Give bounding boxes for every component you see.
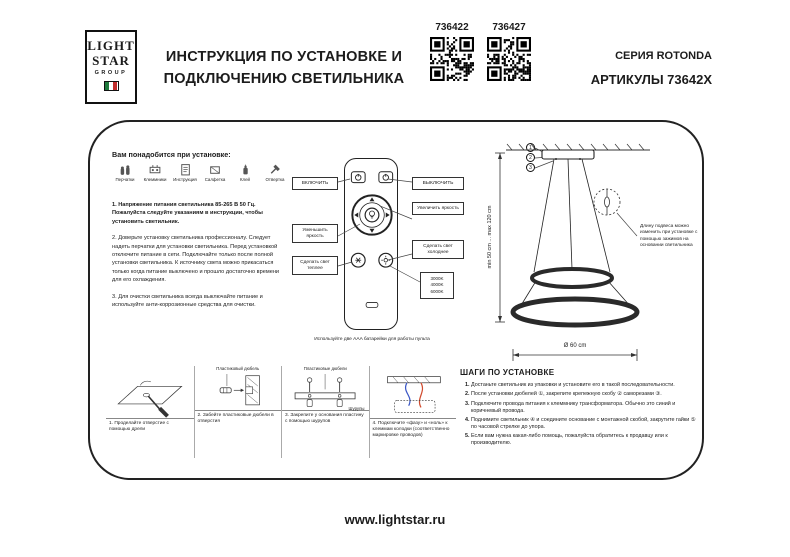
install-steps-section: ШАГИ ПО УСТАНОВКЕ Достаньте светильник и… xyxy=(460,368,698,450)
mount-step-caption: 4. Подключите «фазу» и «ноль» к клеммам … xyxy=(369,418,456,458)
series-label: СЕРИЯ ROTONDA xyxy=(615,50,712,62)
panel-label-empty xyxy=(106,366,194,374)
glue-icon xyxy=(243,164,248,175)
italy-flag-icon xyxy=(103,81,119,92)
warm-light-button xyxy=(350,252,366,268)
safety-note-3: 3. Для очистки светильника всегда выключ… xyxy=(112,293,263,308)
callout-dim: Уменьшить яркость xyxy=(292,224,338,244)
terminal-blocks-icon xyxy=(149,165,161,174)
qr-code-right xyxy=(487,37,531,81)
remote-control-drawing xyxy=(350,171,394,308)
temp-3000k: 3000K xyxy=(430,275,444,281)
install-steps-heading: ШАГИ ПО УСТАНОВКЕ xyxy=(460,368,555,377)
tool-item-cloth: Салфетка xyxy=(200,163,230,182)
safety-notes: 1. Напряжение питания светильника 85-265… xyxy=(112,201,288,317)
dowel-label: Пластиковый дюбель xyxy=(216,366,260,371)
lightstar-logo: LIGHT STAR GROUP xyxy=(85,30,137,104)
mount-step-caption: 2. Забейте пластиковые дюбели в отверсти… xyxy=(194,410,281,458)
tool-label: Перчатки xyxy=(115,177,135,182)
logo-word-light: LIGHT xyxy=(87,38,135,53)
temp-6000k: 6000K xyxy=(430,288,444,294)
power-on-button xyxy=(350,171,366,184)
drill-hole-figure xyxy=(117,380,183,418)
tool-label: Клеммники xyxy=(143,177,167,182)
qr-code-left xyxy=(430,37,474,81)
mount-step-4: 4. Подключите «фазу» и «ноль» к клеммам … xyxy=(368,366,457,458)
temp-4000k: 4000K xyxy=(430,282,444,288)
tool-label: Салфетка xyxy=(204,177,226,182)
arrow-left-icon xyxy=(354,212,359,218)
neutral-wire xyxy=(404,382,410,406)
remote-control xyxy=(344,158,398,330)
safety-note-2: 2. Доверьте установку светильника профес… xyxy=(112,235,280,284)
install-step-1: Достаньте светильник из упаковки и устан… xyxy=(471,382,698,389)
page-title: ИНСТРУКЦИЯ ПО УСТАНОВКЕ И ПОДКЛЮЧЕНИЮ СВ… xyxy=(148,46,420,91)
suspension-note: Длину подвеса можно изменить при установ… xyxy=(640,224,698,249)
mounting-plate-figure xyxy=(294,374,356,407)
callout-on: ВКЛЮЧИТЬ xyxy=(292,177,338,191)
arrow-right-icon xyxy=(385,212,390,218)
install-step-2: После установки дюбелей ①, закрепите кре… xyxy=(471,391,698,398)
articles-label: АРТИКУЛЫ 73642X xyxy=(590,72,712,87)
lamp-marker-1: 1 xyxy=(526,143,535,152)
cloth-icon xyxy=(210,166,220,174)
height-dimension-label: min 50 cm ... max 120 cm xyxy=(487,205,493,269)
power-off-button xyxy=(378,171,394,184)
title-line-2: ПОДКЛЮЧЕНИЮ СВЕТИЛЬНИКА xyxy=(163,71,405,88)
cold-light-button xyxy=(378,252,394,268)
dowels-label: Пластиковые дюбели xyxy=(303,366,347,371)
mount-step-caption: 3. Закрепите у основания пластину с помо… xyxy=(282,410,369,458)
article-number-left: 736422 xyxy=(435,22,469,33)
tool-item-gloves: Перчатки xyxy=(110,163,140,182)
title-line-1: ИНСТРУКЦИЯ ПО УСТАНОВКЕ И xyxy=(165,49,403,65)
tool-label: Клей xyxy=(239,177,250,182)
center-button xyxy=(364,207,380,223)
tools-heading: Вам понадобится при установке: xyxy=(112,150,231,159)
callout-off: ВЫКЛЮЧИТЬ xyxy=(412,177,464,191)
mount-step-3: Пластиковые дюбели Шурупы 3. Закрепите у… xyxy=(281,366,369,458)
arrow-up-icon xyxy=(369,197,375,202)
manual-icon xyxy=(181,164,190,176)
mount-steps-panels: 1. Проделайте отверстие с помощью дрели … xyxy=(106,366,456,458)
dowel-figure xyxy=(219,374,260,406)
install-step-4: Поднимите светильник ④ и соедините основ… xyxy=(471,417,698,431)
ir-window xyxy=(365,302,379,308)
tool-item-screwdriver: Отвертка xyxy=(260,163,290,182)
callout-cold: Сделать свет холоднее xyxy=(412,240,464,260)
screws-label: Шурупы xyxy=(348,406,365,411)
screwdriver-icon xyxy=(270,164,280,174)
website-footer: www.lightstar.ru xyxy=(344,512,446,527)
remote-battery-caption: Используйте две AAA батарейки для работы… xyxy=(314,337,430,342)
safety-note-1: 1. Напряжение питания светильника 85-265… xyxy=(112,202,263,225)
diameter-dimension-label: Ø 60 cm xyxy=(563,343,587,349)
mount-step-2: Пластиковый дюбель 2. Забейте пластиковы… xyxy=(193,366,281,458)
panel-label-empty xyxy=(370,366,457,374)
tool-item-terminals: Клеммники xyxy=(140,163,170,182)
lamp-marker-2: 2 xyxy=(526,153,535,162)
callout-warm: Сделать свет теплее xyxy=(292,256,338,276)
install-steps-list: Достаньте светильник из упаковки и устан… xyxy=(471,382,698,447)
install-step-3: Подключите провода питания к клеммнику т… xyxy=(471,401,698,415)
tool-item-glue: Клей xyxy=(230,163,260,182)
logo-word-group: GROUP xyxy=(94,70,128,77)
tool-label: Отвертка xyxy=(265,177,285,182)
tools-row: Перчатки Клеммники Инструкция Салфетка xyxy=(110,163,292,182)
wiring-figure xyxy=(386,376,441,414)
mount-step-1: 1. Проделайте отверстие с помощью дрели xyxy=(106,366,194,458)
gloves-icon xyxy=(120,165,130,175)
install-step-5: Если вам нужна какая-либо помощь, пожалу… xyxy=(471,433,698,447)
logo-word-star: STAR xyxy=(92,52,130,68)
arrow-down-icon xyxy=(369,228,375,233)
article-number-right: 736427 xyxy=(492,22,526,33)
phase-wire xyxy=(418,382,423,408)
lamp-marker-3: 3 xyxy=(526,163,535,172)
tool-item-manual: Инструкция xyxy=(170,163,200,182)
callout-color-temps: 3000K 4000K 6000K xyxy=(420,272,454,299)
callout-brighten: Увеличить яркость xyxy=(412,202,464,216)
bulb-icon xyxy=(369,210,375,217)
tool-label: Инструкция xyxy=(173,177,197,182)
mount-step-caption: 1. Проделайте отверстие с помощью дрели xyxy=(106,418,194,458)
